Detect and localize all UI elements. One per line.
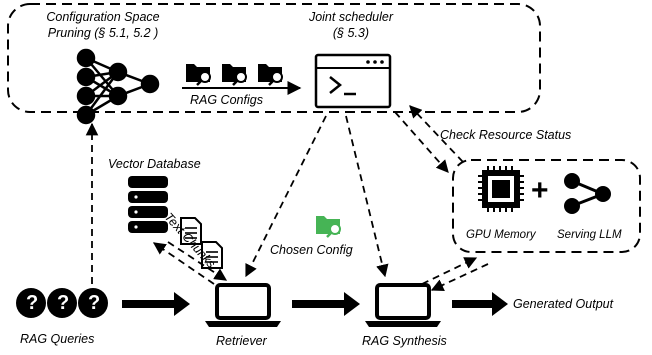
gpu-memory-label: GPU Memory [466, 229, 536, 241]
pruning-title: Configuration Space Pruning (§ 5.1, 5.2 … [18, 10, 188, 40]
rag-queries-label: RAG Queries [20, 332, 95, 346]
serving-llm-icon [564, 173, 611, 214]
generated-output-label: Generated Output [513, 297, 614, 311]
serving-llm-label: Serving LLM [557, 229, 622, 241]
rag-query-icon [16, 288, 108, 318]
terminal-icon [314, 53, 392, 109]
resource-to-scheduler-arrow [409, 105, 464, 163]
scheduler-title-line1: Joint scheduler [308, 10, 394, 24]
retriever-laptop-icon [205, 283, 281, 327]
question-mark-icon: ? [26, 292, 39, 314]
neural-network-icon [76, 48, 160, 125]
folder-search-icon [186, 64, 211, 86]
chosen-config-label: Chosen Config [270, 243, 353, 257]
scheduler-to-resource-arrow [394, 111, 449, 173]
vector-database-label: Vector Database [108, 157, 201, 171]
resource-dashed-box [452, 159, 641, 253]
folder-search-icon [258, 64, 283, 86]
main-flow-arrows [122, 292, 508, 316]
document-icon [201, 241, 223, 269]
rag-configs-label: RAG Configs [190, 93, 263, 107]
rag-query-marks: ? ? ? [16, 292, 111, 314]
pruning-title-line2: Pruning (§ 5.1, 5.2 ) [47, 26, 159, 40]
scheduler-to-synthesis-arrow [345, 115, 389, 278]
question-mark-icon: ? [88, 292, 101, 314]
check-resource-status-label: Check Resource Status [440, 128, 572, 142]
rag-synthesis-label: RAG Synthesis [362, 334, 447, 348]
folder-search-icon [222, 64, 247, 86]
chosen-config-folder-icon [316, 216, 341, 238]
resource-to-synthesis-arrow [430, 263, 489, 291]
database-icon [128, 176, 168, 233]
document-icon [180, 217, 202, 245]
scheduler-to-retriever-arrow [245, 115, 327, 278]
question-mark-icon: ? [57, 292, 70, 314]
retriever-label: Retriever [216, 334, 267, 348]
pruning-title-line1: Configuration Space [46, 10, 160, 24]
scheduler-title-line2: (§ 5.3) [332, 26, 370, 40]
plus-icon: + [531, 174, 549, 207]
synthesis-to-resource-arrow [421, 257, 478, 285]
synthesis-laptop-icon [365, 283, 441, 327]
retriever-to-database-arrow [152, 242, 215, 285]
gpu-chip-icon [478, 166, 524, 212]
scheduler-title: Joint scheduler (§ 5.3) [286, 10, 416, 40]
top-dashed-box [7, 3, 541, 113]
